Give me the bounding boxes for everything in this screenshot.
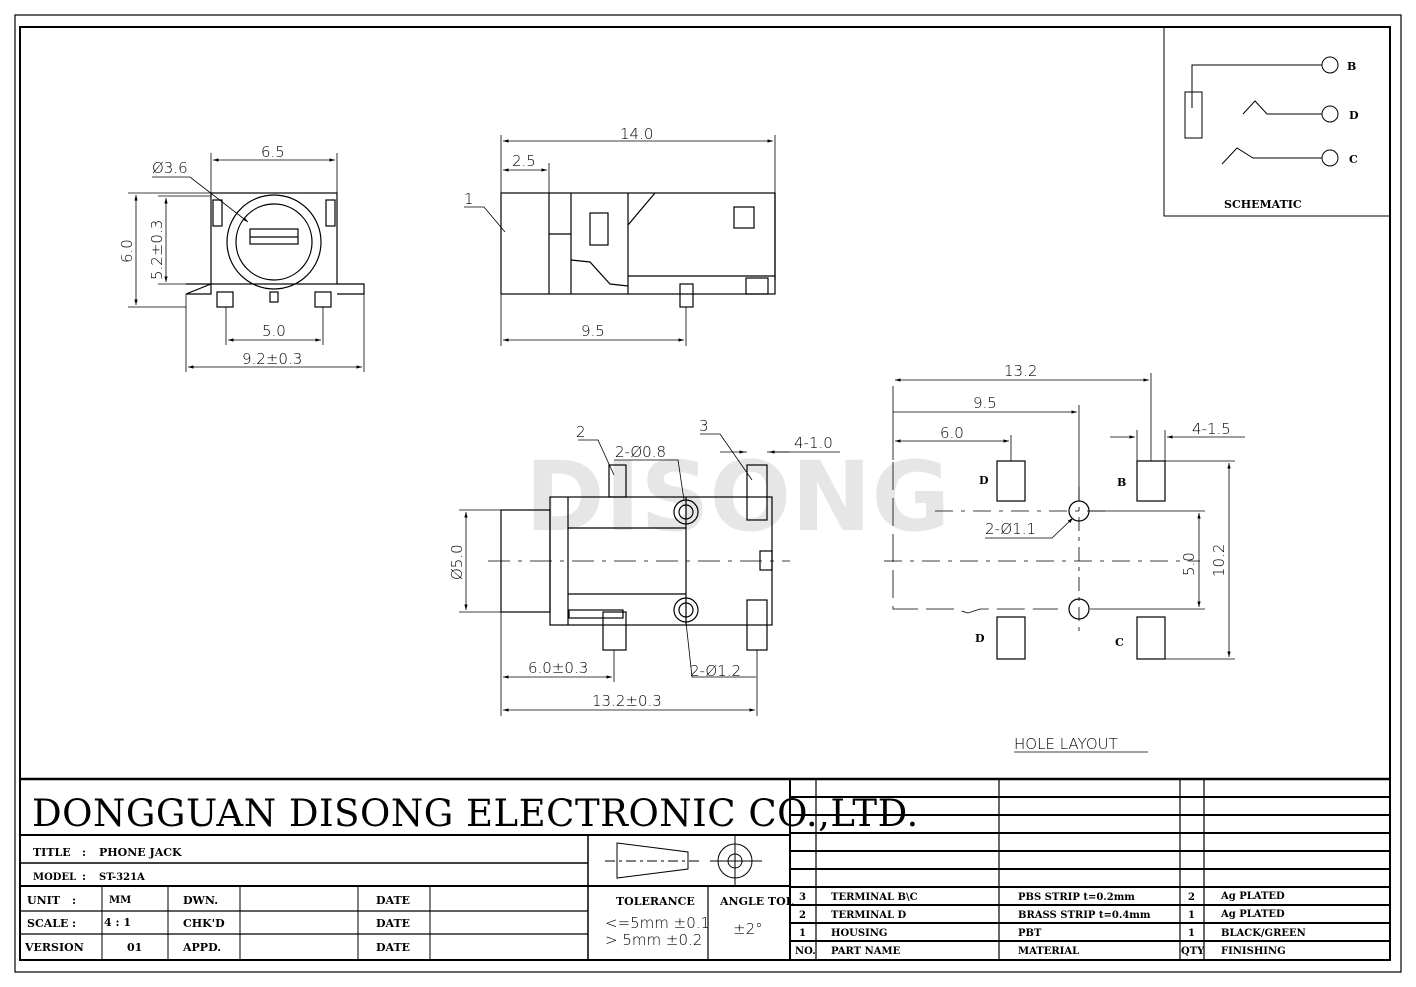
schematic-pin-d: D: [1349, 109, 1359, 122]
projection-symbol: [605, 836, 762, 886]
company-name: DONGGUAN DISONG ELECTRONIC CO.,LTD.: [32, 792, 919, 835]
hole-dim-lines: [884, 373, 1245, 753]
front-view: [185, 192, 365, 308]
unit-value: MM: [109, 895, 131, 906]
side-dim-front: 2.5: [512, 152, 536, 170]
top-callout-2: 2: [576, 423, 586, 441]
hole-layout-label: HOLE LAYOUT: [1014, 735, 1118, 753]
bom-row-3-qty: 2: [1188, 892, 1195, 903]
unit-label: UNIT: [27, 894, 61, 907]
model-sep: :: [82, 870, 86, 883]
bom-row-2-part: TERMINAL D: [831, 910, 907, 921]
bom-row-1-material: PBT: [1018, 928, 1042, 939]
top-dim-front-pin: 6.0±0.3: [528, 659, 588, 677]
top-dim-barrel: Ø5.0: [448, 544, 466, 580]
schematic-label: SCHEMATIC: [1224, 198, 1302, 211]
date-label-1: DATE: [376, 894, 410, 907]
tolerance-label: TOLERANCE: [616, 895, 695, 908]
front-dim-diameter: Ø3.6: [152, 159, 188, 177]
bom-row-3-material: PBS STRIP t=0.2mm: [1018, 892, 1135, 903]
bom-row-1-qty: 1: [1188, 928, 1195, 939]
front-dim-body-height: 5.2±0.3: [148, 220, 166, 280]
front-dim-overall: 9.2±0.3: [242, 350, 302, 368]
bom-header-part: PART NAME: [831, 946, 901, 957]
chkd-label: CHK'D: [183, 917, 225, 930]
schematic-pin-b: B: [1347, 60, 1356, 73]
scale-value: 4 : 1: [104, 916, 131, 929]
side-dim-pin: 9.5: [581, 322, 605, 340]
hole-dim-102: 10.2: [1210, 544, 1228, 577]
inner-border: [19, 26, 1391, 961]
side-dim-length: 14.0: [620, 125, 653, 143]
front-dim-height: 6.0: [118, 239, 136, 263]
date-label-2: DATE: [376, 917, 410, 930]
schematic-pin-c: C: [1349, 153, 1358, 166]
bom-row-2-finish: Ag PLATED: [1220, 909, 1285, 920]
tolerance-line-1: <=5mm ±0.1: [605, 914, 710, 932]
hole-dim-50: 5.0: [1180, 552, 1198, 576]
bom-row-2-no: 2: [799, 910, 806, 921]
bom-row-3-part: TERMINAL B\C: [831, 892, 918, 903]
dwn-label: DWN.: [183, 894, 218, 907]
bom-header-no: NO.: [795, 946, 816, 957]
top-callout-3: 3: [699, 417, 709, 435]
title-label: TITLE: [33, 846, 71, 859]
model-label: MODEL: [33, 872, 76, 883]
appd-label: APPD.: [182, 941, 221, 954]
bom-row-1-finish: BLACK/GREEN: [1221, 928, 1306, 939]
scale-label: SCALE: [27, 917, 68, 930]
schematic-box: [1163, 27, 1390, 217]
bom-row-1-part: HOUSING: [831, 928, 887, 939]
front-dim-lines: [128, 153, 365, 372]
top-dim-hole-d08: 2-Ø0.8: [615, 443, 666, 461]
hole-pad-c: C: [1115, 636, 1124, 649]
hole-pad-b: B: [1117, 476, 1126, 489]
version-label: VERSION: [24, 941, 84, 954]
hole-pad-d-bottom: D: [975, 632, 985, 645]
bom-row-3-finish: Ag PLATED: [1220, 891, 1285, 902]
title-block-grid: [20, 777, 1390, 960]
title-sep: :: [82, 846, 86, 859]
bom-header-finish: FINISHING: [1221, 946, 1286, 957]
tolerance-line-2: > 5mm ±0.2: [605, 931, 702, 949]
angle-tol-label: ANGLE TOL: [719, 895, 794, 908]
front-dim-pin-pitch: 5.0: [262, 322, 286, 340]
front-dim-width: 6.5: [261, 143, 285, 161]
outer-border: [14, 14, 1402, 973]
title-value: PHONE JACK: [99, 846, 182, 859]
version-value: 01: [127, 941, 142, 954]
side-dim-lines: [464, 135, 776, 346]
bom-row-1-no: 1: [799, 928, 806, 939]
side-callout-1: 1: [464, 190, 474, 208]
top-dim-lines: [459, 433, 840, 716]
top-dim-pin-width: 4-1.0: [794, 434, 833, 452]
hole-dim-60: 6.0: [940, 424, 964, 442]
top-dim-overall: 13.2±0.3: [592, 692, 662, 710]
bom-header-qty: QTY: [1181, 946, 1205, 957]
hole-layout: [996, 460, 1166, 660]
hole-pad-d-top: D: [979, 474, 989, 487]
bom-header-material: MATERIAL: [1018, 946, 1079, 957]
bom-row-3-no: 3: [799, 892, 806, 903]
top-dim-hole-d12: 2-Ø1.2: [690, 662, 741, 680]
bom-row-2-material: BRASS STRIP t=0.4mm: [1018, 910, 1151, 921]
side-view: [500, 192, 776, 308]
date-label-3: DATE: [376, 941, 410, 954]
bom-row-2-qty: 1: [1188, 910, 1195, 921]
hole-dim-hole: 2-Ø1.1: [985, 520, 1036, 538]
model-value: ST-321A: [99, 872, 145, 883]
hole-dim-95: 9.5: [973, 394, 997, 412]
scale-sep: :: [72, 917, 76, 930]
angle-tol-value: ±2°: [733, 920, 763, 938]
unit-sep: :: [72, 894, 76, 907]
hole-dim-pad: 4-1.5: [1192, 420, 1231, 438]
hole-dim-overall: 13.2: [1004, 362, 1037, 380]
